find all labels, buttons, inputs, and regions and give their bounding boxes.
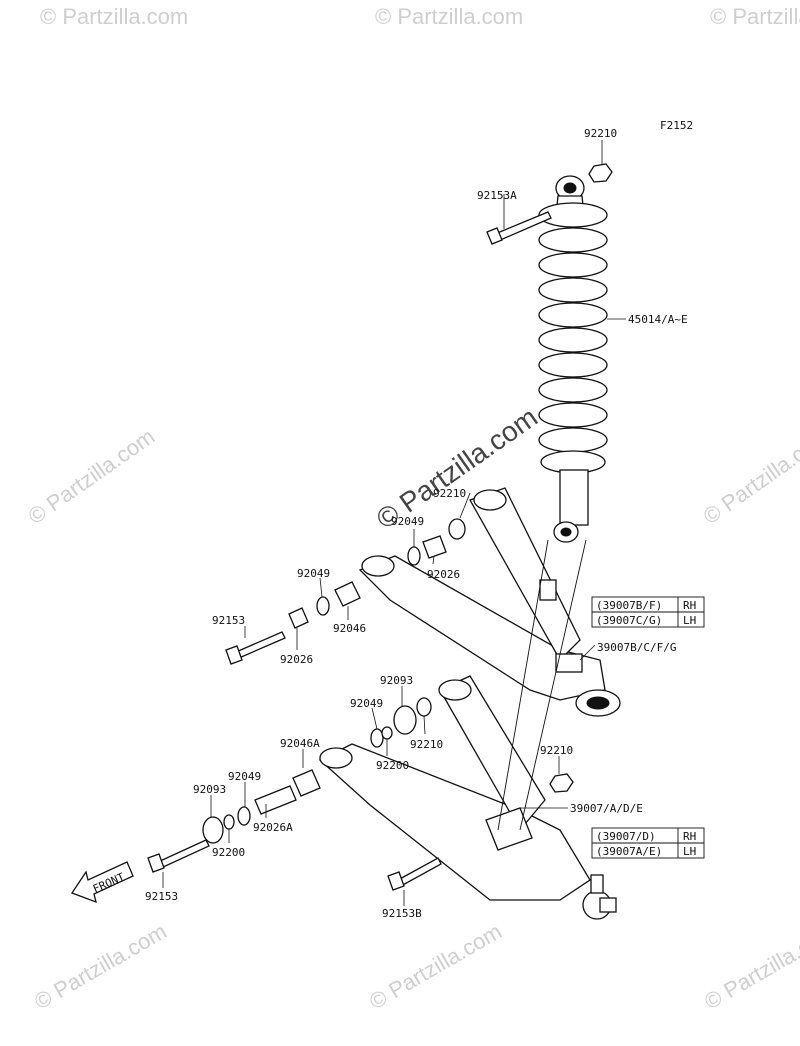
shock-bolt-head	[486, 227, 503, 245]
bolt-head-92153-low	[147, 853, 165, 873]
table-cell-side: LH	[683, 845, 696, 858]
watermark: © Partzilla.com	[699, 424, 800, 530]
label-92049-low2: 92049	[228, 770, 261, 783]
shock-top-eye-hole	[563, 182, 577, 194]
label-92153-low: 92153	[145, 890, 178, 903]
bushing-92046	[334, 581, 361, 607]
lower-mid-hardware	[370, 697, 432, 748]
label-92026-left: 92026	[280, 653, 313, 666]
watermark: © Partzilla.com	[24, 424, 160, 530]
watermark: © Partzilla.com	[710, 4, 800, 29]
ball-joint-stud	[590, 874, 604, 894]
label-92093-low: 92093	[193, 783, 226, 796]
label-92026-mid: 92026	[427, 568, 460, 581]
table-cell-part: (39007C/G)	[596, 614, 662, 627]
watermark: © Partzilla.com	[700, 919, 800, 1015]
table-cell-side: RH	[683, 599, 696, 612]
spacer-92200-mid	[381, 726, 393, 740]
seal-92210-low	[416, 697, 432, 717]
table-cell-part: (39007A/E)	[596, 845, 662, 858]
lower-arm-rear-link	[318, 743, 591, 901]
upper-left-hardware	[225, 581, 361, 665]
part-labels: 92210 92153A 45014/A~E 92210 92049 92026…	[145, 127, 688, 920]
label-92210-mid: 92210	[433, 487, 466, 500]
lower-arm-side-table: (39007/D) RH (39007A/E) LH	[591, 827, 705, 859]
label-92049-low: 92049	[350, 697, 383, 710]
label-92210-top: 92210	[584, 127, 617, 140]
lower-arm-shock-mount	[485, 807, 533, 851]
bolt-head-92153	[225, 645, 243, 665]
lower-a-arm	[318, 675, 617, 920]
label-92046: 92046	[333, 622, 366, 635]
label-92210-low: 92210	[410, 738, 443, 751]
top-nut	[588, 163, 613, 183]
upper-arm-shock-tab	[539, 579, 557, 601]
upper-a-arm	[358, 487, 621, 717]
label-92200-mid: 92200	[376, 759, 409, 772]
label-92026A: 92026A	[253, 821, 293, 834]
figure-code: F2152	[660, 119, 693, 132]
bolt-92153B	[397, 857, 442, 887]
shock-body	[559, 469, 589, 526]
label-92093-mid: 92093	[380, 674, 413, 687]
upper-mid-hardware	[407, 518, 466, 566]
table-cell-side: RH	[683, 830, 696, 843]
lower-arm-bushing-front	[438, 679, 472, 701]
bolt-92153-low	[157, 839, 210, 869]
nut-92210-right	[549, 773, 574, 793]
table-cell-part: (39007/D)	[596, 830, 656, 843]
bushing-92046A	[292, 769, 321, 797]
spacer-92200-low	[223, 814, 235, 830]
plate-92093-mid	[393, 705, 417, 735]
label-92153A: 92153A	[477, 189, 517, 202]
washer-92049-mid	[407, 546, 421, 566]
table-cell-part: (39007B/F)	[596, 599, 662, 612]
front-direction-arrow: FRONT	[71, 861, 134, 904]
washer-92049-low2	[237, 806, 251, 826]
label-92049-mid: 92049	[391, 515, 424, 528]
bolt-92153	[235, 631, 286, 659]
label-45014: 45014/A~E	[628, 313, 688, 326]
front-arrow-icon	[71, 861, 134, 904]
coil-spring	[538, 202, 608, 474]
label-92046A: 92046A	[280, 737, 320, 750]
table-cell-side: LH	[683, 614, 696, 627]
leader-lines	[162, 140, 626, 906]
label-39007BCFG: 39007B/C/F/G	[597, 641, 676, 654]
washer-92049	[316, 596, 330, 616]
washer-92049-low	[370, 728, 384, 748]
upper-arm-bushing-front	[473, 489, 507, 511]
watermark: © Partzilla.com	[365, 919, 506, 1015]
upper-arm-bushing-rear	[361, 555, 395, 577]
bolt-head-92153B	[387, 871, 405, 891]
collar-92026-mid	[422, 535, 447, 559]
shock-alignment-lines	[497, 539, 587, 831]
watermark: © Partzilla.com	[30, 919, 171, 1015]
watermark: © Partzilla.com	[40, 4, 188, 29]
plate-92093-low	[202, 816, 224, 844]
collar-92026A	[254, 785, 297, 815]
label-92049-left: 92049	[297, 567, 330, 580]
lower-arm-bushing-rear	[319, 747, 353, 769]
collar-92026	[288, 607, 309, 629]
watermark-layer: © Partzilla.com © Partzilla.com © Partzi…	[24, 4, 800, 1014]
label-39007ADE: 39007/A/D/E	[570, 802, 643, 815]
shock-absorber	[486, 163, 613, 543]
lower-left-hardware	[147, 769, 321, 873]
upper-arm-side-table: (39007B/F) RH (39007C/G) LH	[591, 596, 705, 628]
label-92200-low: 92200	[212, 846, 245, 859]
seal-92210-mid	[448, 518, 466, 540]
label-92153B: 92153B	[382, 907, 422, 920]
label-92153: 92153	[212, 614, 245, 627]
upper-arm-bracket	[555, 653, 583, 673]
label-92210-right: 92210	[540, 744, 573, 757]
watermark: © Partzilla.com	[375, 4, 523, 29]
